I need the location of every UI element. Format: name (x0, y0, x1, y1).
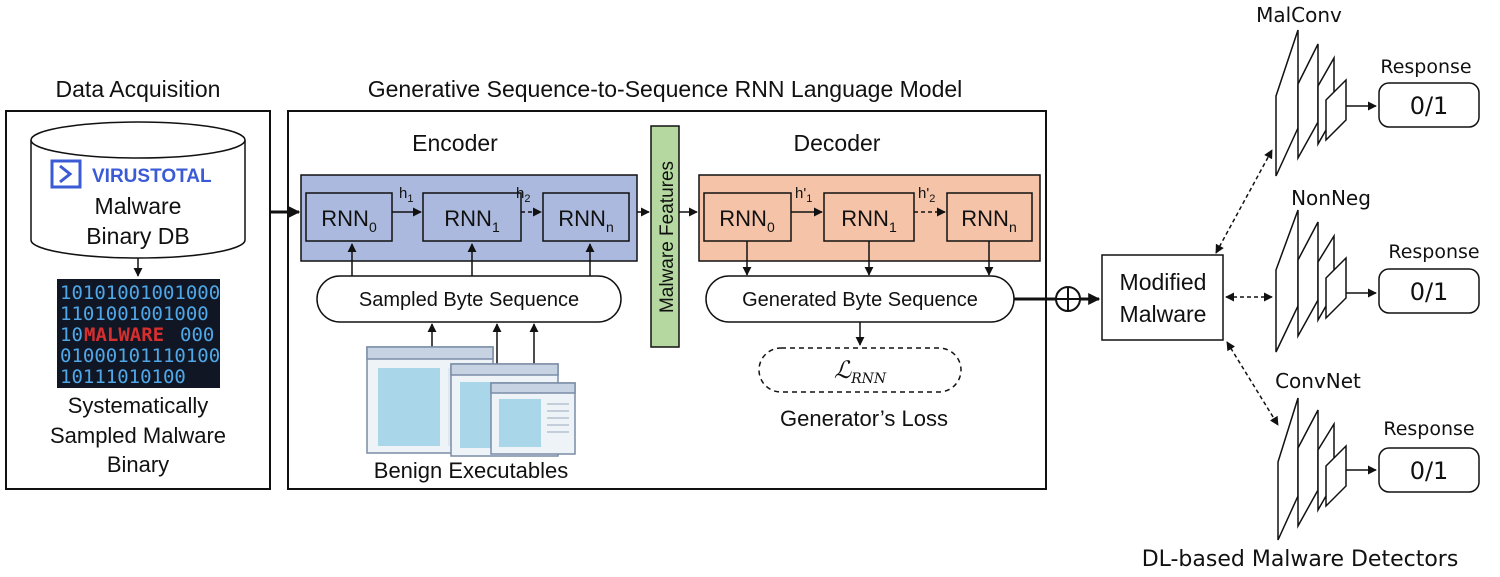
binary-line-3-malware: MALWARE (84, 324, 164, 346)
acquisition-panel (5, 110, 271, 490)
decoder-rnnn-label: RNNn (961, 206, 1016, 235)
convnet-response-label: Response (1383, 418, 1474, 440)
sample-label-line2: Sampled Malware (50, 423, 226, 448)
binary-code-image: 10101001001000 1101001001000 10 MALWARE … (57, 279, 220, 388)
malconv-response-label: Response (1380, 56, 1471, 78)
convnet-label: ConvNet (1275, 369, 1361, 393)
decoder-rnnn-cell (946, 192, 1033, 242)
malconv-response-value: 0/1 (1410, 92, 1449, 120)
nonneg-label: NonNeg (1291, 186, 1371, 210)
convnet-response-value: 0/1 (1410, 457, 1449, 485)
binary-line-2: 1101001001000 (60, 303, 209, 325)
encoder-rnnn-cell (542, 192, 630, 242)
binary-line-3-prefix: 10 (60, 324, 83, 346)
cnn-detector-icon (1275, 209, 1347, 353)
loss-symbol: ℒRNN (834, 356, 887, 387)
decoder-h2-label: h'2 (918, 185, 935, 205)
sample-label-line3: Binary (107, 452, 169, 477)
loss-box (758, 347, 962, 393)
modified-malware-line2: Malware (1120, 301, 1207, 327)
sampled-byte-sequence-box (316, 275, 622, 323)
binary-line-3-suffix: 000 (180, 324, 214, 346)
nonneg-response-label: Response (1388, 241, 1479, 263)
xor-icon (1055, 286, 1081, 312)
virustotal-logo-icon (50, 159, 82, 189)
decoder-rnn1-label: RNN1 (841, 206, 897, 235)
database-icon (30, 121, 246, 259)
nonneg-response-box (1378, 268, 1480, 314)
acquisition-title: Data Acquisition (56, 76, 221, 102)
decoder-rnn1-cell (823, 192, 915, 242)
sample-label-line1: Systematically (68, 393, 209, 418)
malconv-response-box (1378, 82, 1480, 128)
modified-malware-box (1101, 254, 1224, 341)
encoder-rnn1-label: RNN1 (444, 206, 500, 235)
virustotal-logo-text: VIRUSTOTAL (92, 166, 212, 187)
encoder-rnn0-cell (305, 192, 393, 242)
window-stack-icon (366, 346, 576, 457)
modified-convnet-arrow (1226, 341, 1279, 426)
nonneg-response-value: 0/1 (1410, 278, 1449, 306)
encoder-title: Encoder (412, 130, 498, 156)
encoder-rnn0-label: RNN0 (321, 206, 377, 235)
generator-loss-label: Generator’s Loss (780, 406, 948, 431)
decoder-title: Decoder (794, 130, 881, 156)
encoder-h2-label: h2 (516, 185, 530, 205)
encoder-rnn1-cell (422, 192, 522, 242)
binary-line-1: 10101001001000 (60, 282, 220, 304)
detectors-caption: DL-based Malware Detectors (1142, 547, 1459, 572)
decoder-rnn0-label: RNN0 (719, 206, 775, 235)
cnn-detector-icon (1275, 29, 1347, 177)
generated-byte-sequence-label: Generated Byte Sequence (742, 289, 978, 311)
db-label-line2: Binary DB (86, 223, 190, 249)
encoder-rnnn-label: RNNn (558, 206, 613, 235)
convnet-response-box (1378, 447, 1480, 493)
sampled-byte-sequence-label: Sampled Byte Sequence (359, 289, 579, 311)
decoder-rnn0-cell (703, 192, 792, 242)
malconv-label: MalConv (1256, 3, 1342, 27)
cnn-detector-icon (1277, 397, 1347, 541)
malware-features-label: Malware Features (657, 161, 678, 313)
model-title: Generative Sequence-to-Sequence RNN Lang… (368, 76, 963, 102)
modified-malconv-arrow (1215, 149, 1273, 254)
encoder-h1-label: h1 (399, 185, 413, 205)
benign-executables-label: Benign Executables (374, 458, 568, 483)
modified-malware-line1: Modified (1120, 269, 1207, 295)
decoder-h1-label: h'1 (795, 185, 812, 205)
binary-line-5: 10111010100 (60, 366, 186, 388)
malware-features-bar (650, 125, 680, 348)
binary-line-4: 01000101110100 (60, 345, 220, 367)
db-label-line1: Malware (95, 193, 182, 219)
